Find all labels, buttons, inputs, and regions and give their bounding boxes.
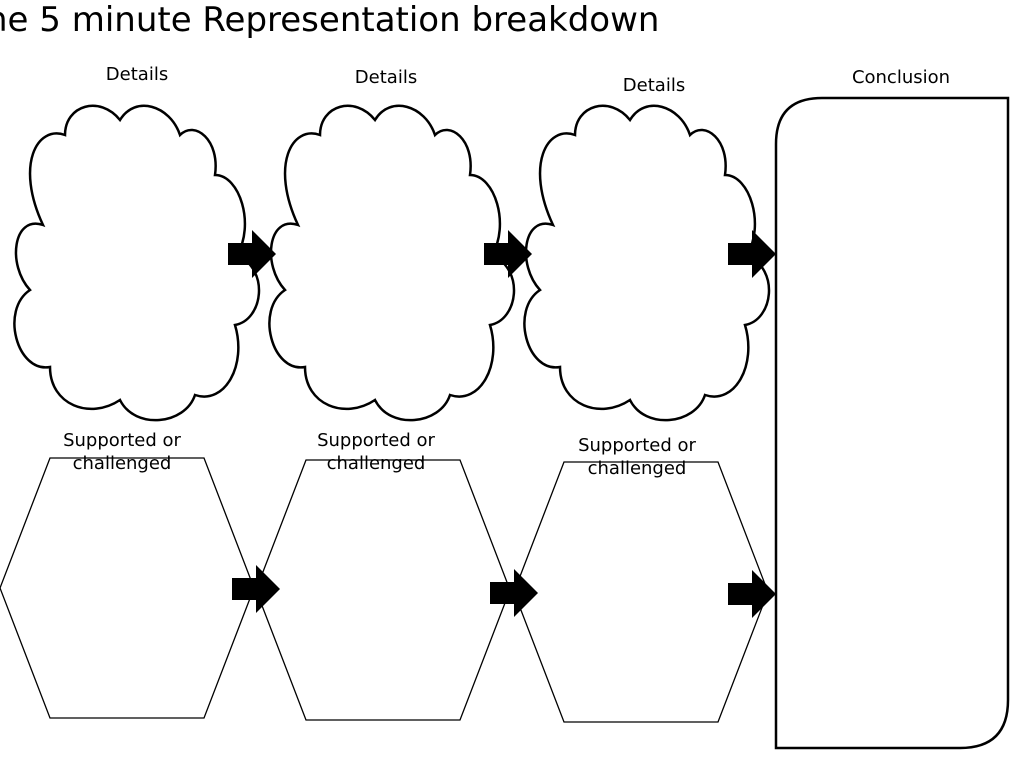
supported-label-2: Supported or challenged [317, 429, 435, 475]
supported-label-1: Supported or challenged [63, 429, 181, 475]
conclusion-box [774, 96, 1010, 750]
supported-label-3-line2: challenged [587, 458, 687, 479]
details-label-2: Details [354, 67, 418, 88]
details-cloud-2 [268, 104, 516, 422]
conclusion-label: Conclusion [851, 67, 951, 88]
page-title: he 5 minute Representation breakdown [0, 0, 660, 40]
supported-label-1-line1: Supported or [63, 430, 181, 451]
details-cloud-1 [13, 104, 261, 422]
supported-hexagon-1 [0, 457, 255, 719]
supported-hexagon-2 [255, 459, 511, 721]
supported-label-3: Supported or challenged [578, 434, 696, 480]
supported-label-3-line1: Supported or [578, 435, 696, 456]
supported-label-2-line2: challenged [326, 453, 426, 474]
supported-label-1-line2: challenged [72, 453, 172, 474]
details-label-3: Details [622, 75, 686, 96]
details-label-1: Details [105, 64, 169, 85]
supported-label-2-line1: Supported or [317, 430, 435, 451]
